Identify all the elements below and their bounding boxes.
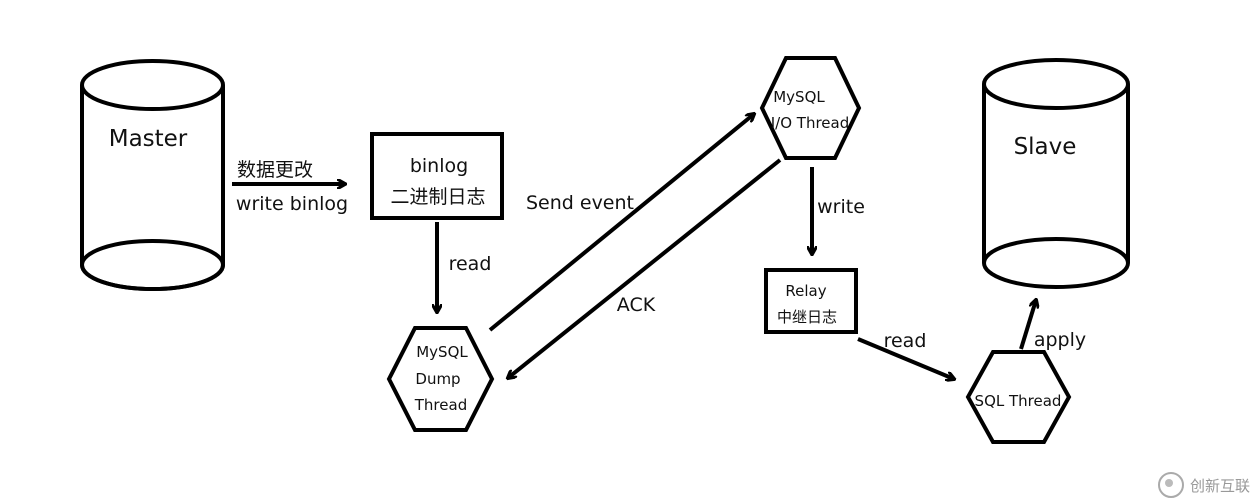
- binlog-sublabel: 二进制日志: [390, 186, 485, 208]
- io-thread-label-2: I/O Thread: [771, 114, 850, 132]
- apply-label: apply: [1034, 329, 1086, 351]
- send-event-arrow: [488, 114, 754, 332]
- master-cylinder: [80, 59, 225, 291]
- relay-sublabel: 中继日志: [777, 308, 837, 326]
- io-thread-label-1: MySQL: [773, 88, 825, 106]
- binlog-box: [370, 132, 504, 220]
- read-relay-label: read: [884, 330, 927, 352]
- relay-to-sql-arrow: [857, 337, 954, 379]
- sql-thread-hexagon: [965, 350, 1072, 444]
- dump-thread-label-2: Dump: [415, 370, 460, 388]
- sql-thread-label: SQL Thread: [975, 392, 1062, 410]
- watermark-text: 创新互联: [1189, 476, 1250, 495]
- relay-label: Relay: [785, 282, 826, 300]
- slave-label: Slave: [1014, 134, 1077, 160]
- watermark-logo-icon: [1157, 472, 1184, 498]
- binlog-label: binlog: [410, 155, 468, 177]
- dump-thread-label-3: Thread: [414, 396, 467, 414]
- relay-box: [764, 268, 858, 334]
- data-change-label: 数据更改: [237, 159, 313, 181]
- slave-cylinder: [982, 58, 1130, 289]
- write-relay-label: write: [817, 196, 865, 218]
- sql-to-slave-arrow: [1019, 300, 1036, 350]
- master-label: Master: [109, 126, 188, 152]
- ack-arrow: [508, 158, 782, 378]
- ack-label: ACK: [617, 294, 656, 316]
- dump-thread-hexagon: [386, 326, 495, 432]
- read-binlog-label: read: [449, 253, 492, 275]
- watermark: 创新互联: [1157, 472, 1250, 498]
- write-binlog-label: write binlog: [236, 193, 348, 215]
- send-event-label: Send event: [526, 192, 634, 214]
- io-thread-hexagon: [759, 56, 862, 160]
- dump-thread-label-1: MySQL: [416, 343, 468, 361]
